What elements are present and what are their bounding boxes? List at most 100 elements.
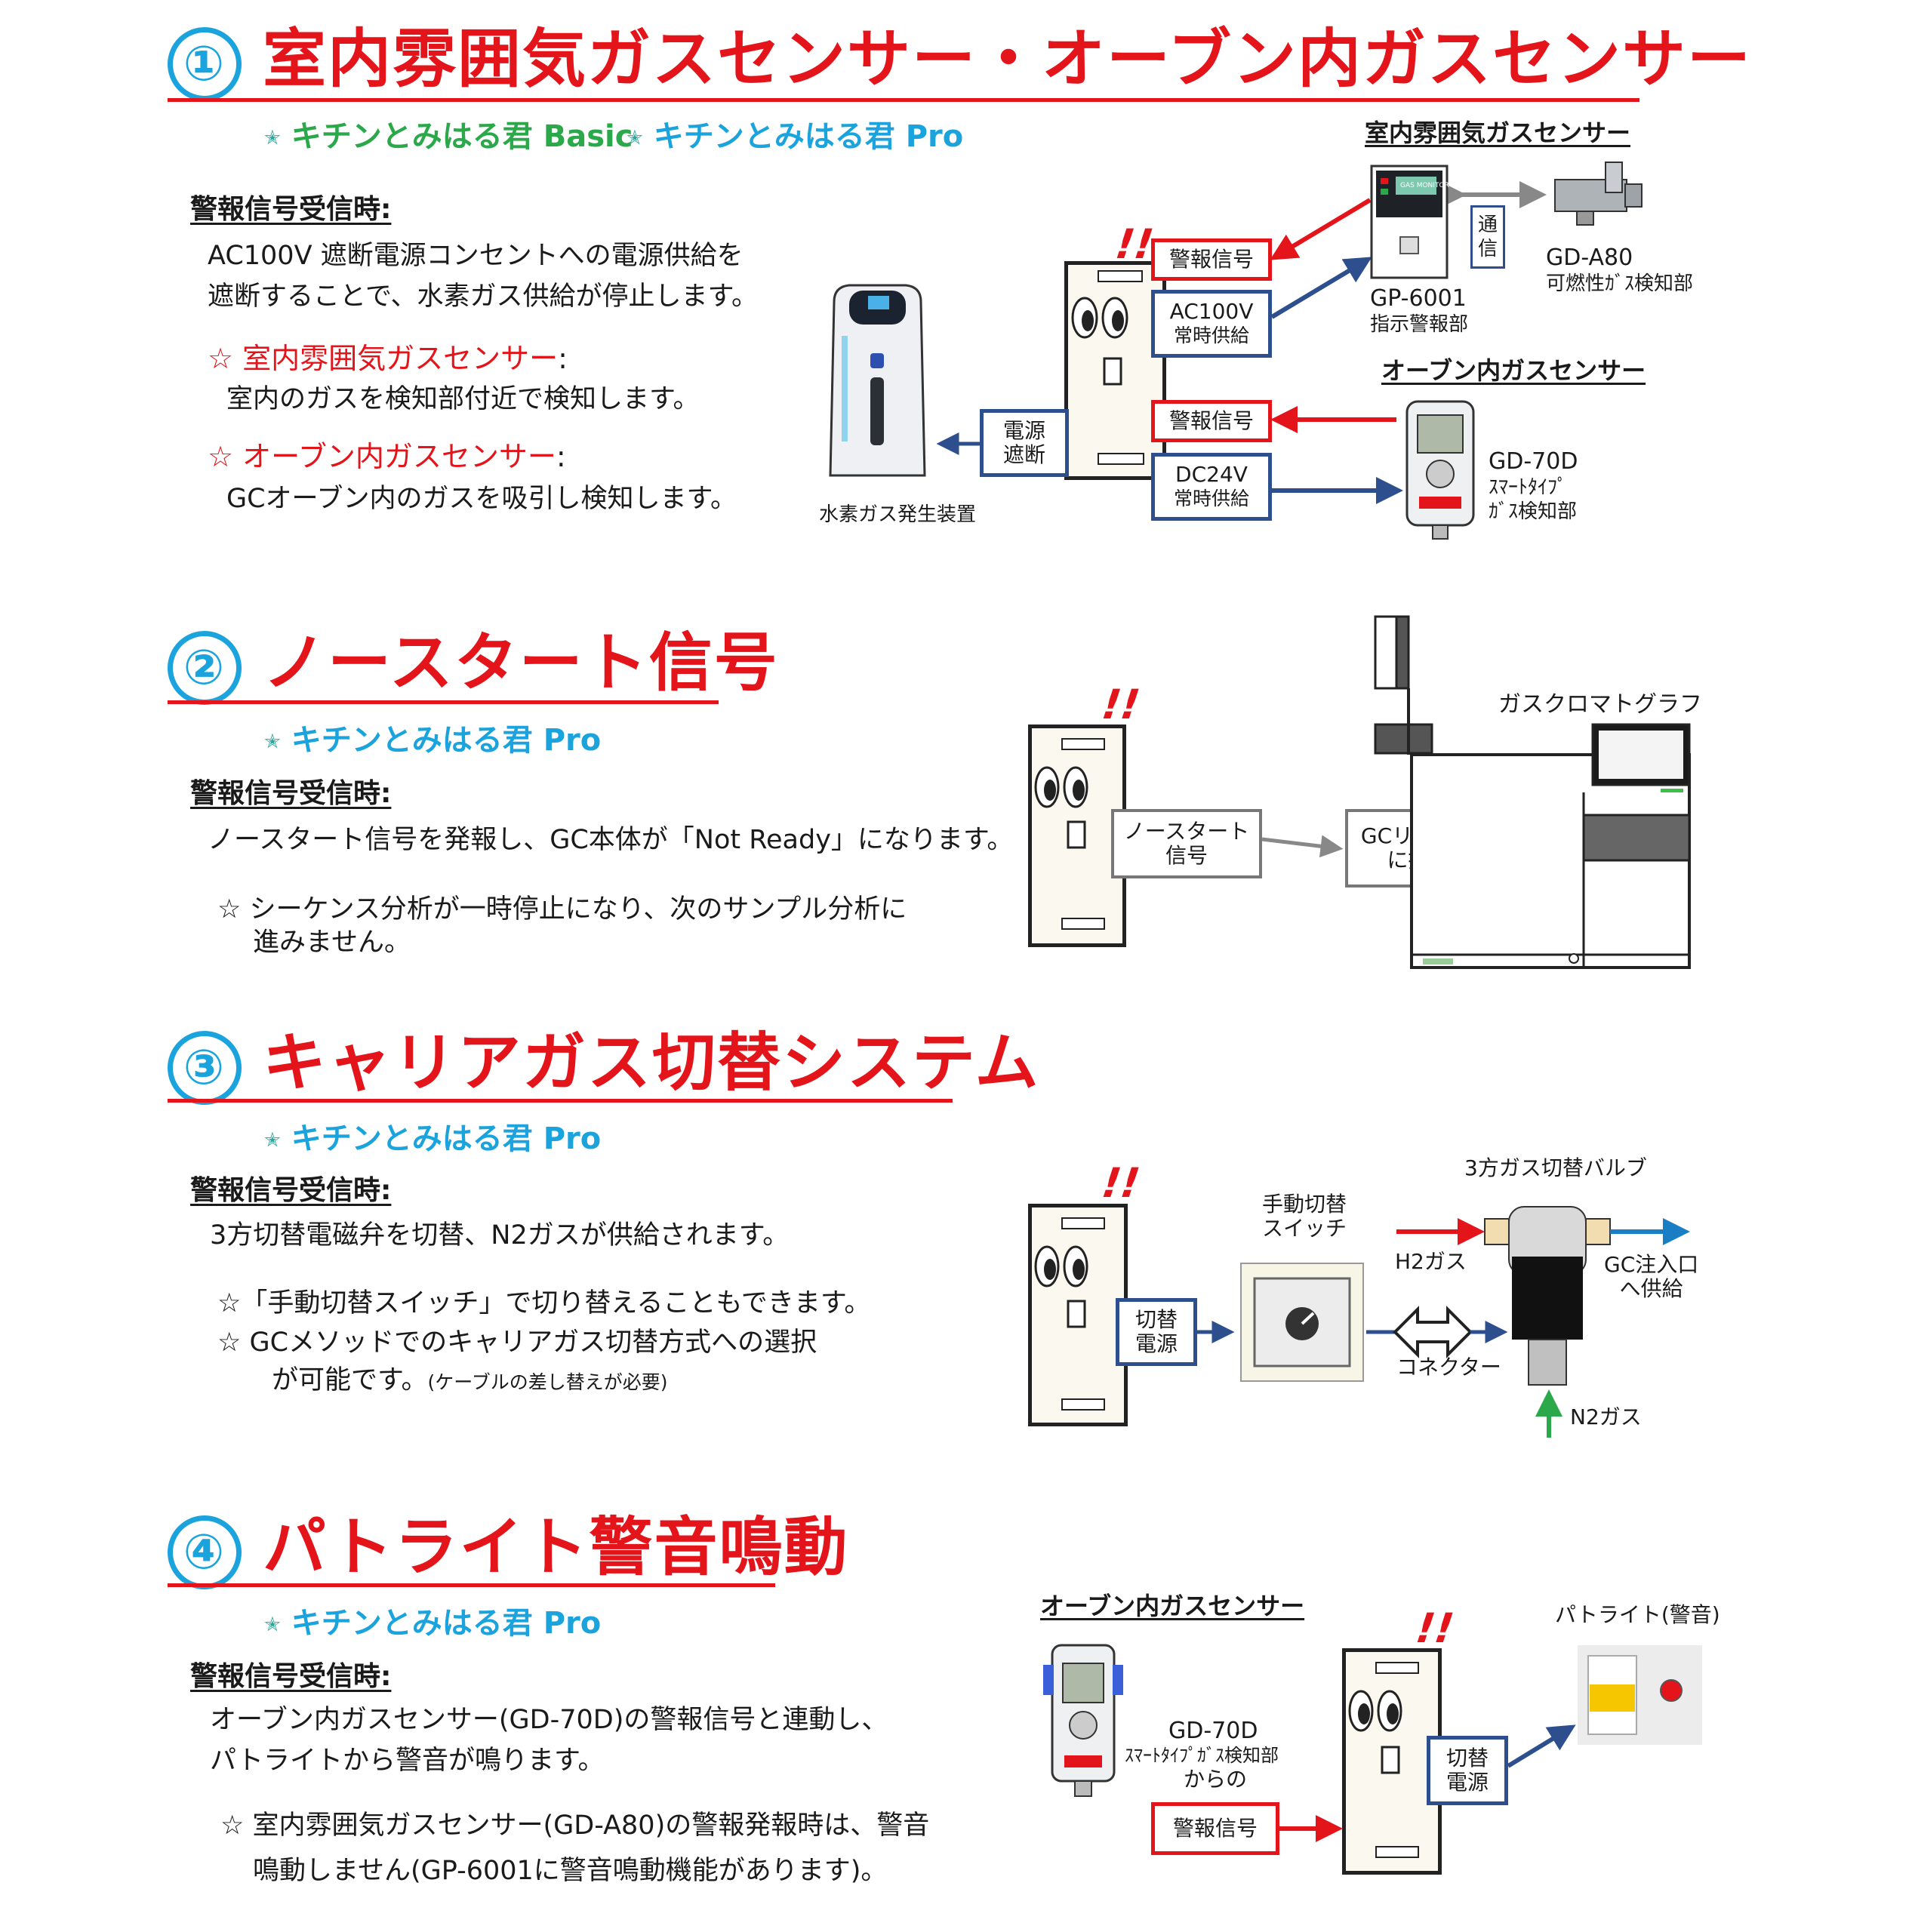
section1-tag-pro: ✭ キチンとみはる君 Pro [627, 112, 963, 155]
star-icon: ✭ [264, 1614, 281, 1636]
oven-sensor-title: オーブン内ガスセンサー [1381, 356, 1646, 385]
section3-line1: 3方切替電磁弁を切替、N2ガスが供給されます。 [210, 1220, 790, 1251]
star-icon: ✭ [264, 1129, 281, 1152]
manual-switch-drawing [1240, 1263, 1364, 1382]
section3-title-text: キャリアガス切替システム [263, 1026, 1040, 1100]
section3-rule [168, 1099, 953, 1103]
section1-rule [168, 98, 1639, 102]
section2-tag-pro: ✭キチンとみはる君 Pro [264, 723, 602, 758]
section2-rule [168, 700, 719, 704]
section2-note2: 進みません。 [253, 928, 411, 958]
box-alarm-signal-2: 警報信号 [1151, 400, 1272, 442]
cabinet-face [1071, 270, 1144, 465]
box-power-cut: 電源遮断 [980, 409, 1069, 477]
section1-note1-body: 室内のガスを検知部付近で検知します。 [226, 384, 700, 414]
section4-note1: ☆ 室内雰囲気ガスセンサー(GD-A80)の警報発報時は、警音 [220, 1810, 930, 1841]
valve-drawing [1484, 1206, 1611, 1386]
section3-arrows [1197, 1218, 1690, 1438]
section3-heading: 警報信号受信時: [190, 1175, 392, 1206]
section2-note1: ☆ シーケンス分析が一時停止になり、次のサンプル分析に [217, 894, 907, 924]
section3-note3: が可能です。(ケーブルの差し替えが必要) [272, 1365, 668, 1395]
alarm-cabinet [1342, 1648, 1442, 1875]
gd70d-drawing [1043, 1644, 1123, 1797]
patlite-drawing [1578, 1645, 1702, 1745]
gda80-sub: 可燃性ｶﾞｽ検知部 [1546, 272, 1694, 295]
gc-label: ガスクロマトグラフ [1498, 691, 1702, 718]
section4-line2: パトライトから警音が鳴ります。 [210, 1746, 605, 1776]
section1-tag-basic: ✭ キチンとみはる君 Basic [264, 112, 633, 155]
gda80-device [1551, 158, 1646, 230]
section2-line1: ノースタート信号を発報し、GC本体が「Not Ready」になります。 [208, 825, 1014, 855]
section4-rule [168, 1583, 775, 1587]
cabinet-face [1348, 1662, 1419, 1858]
section1-title-text: 室内雰囲気ガスセンサー・オーブン内ガスセンサー [263, 22, 1752, 96]
star-icon: ✭ [627, 127, 643, 149]
alarm-cabinet [1028, 724, 1126, 947]
section1-line2: 遮断することで、水素ガス供給が停止します。 [208, 281, 759, 312]
gd70d-drawing [1405, 400, 1475, 540]
patlite-label: パトライト(警音) [1555, 1602, 1720, 1627]
gd70d-sub1: ｽﾏｰﾄﾀｲﾌﾟ [1489, 476, 1568, 499]
section1-note1-title: ☆ 室内雰囲気ガスセンサー: [208, 342, 568, 375]
gd70d-device [1402, 398, 1478, 542]
gd70d-sub2: ｶﾞｽ検知部 [1489, 500, 1578, 523]
section2-heading: 警報信号受信時: [190, 778, 392, 809]
three-way-valve [1483, 1196, 1612, 1419]
section3-note2: ☆ GCメソッドでのキャリアガス切替方式への選択 [217, 1327, 817, 1358]
cabinet-face [1034, 738, 1105, 930]
box-no-start-signal: ノースタート信号 [1111, 809, 1262, 878]
star-icon: ✭ [264, 731, 281, 753]
gda80-name: GD-A80 [1546, 245, 1633, 271]
manual-switch-label: 手動切替スイッチ [1262, 1192, 1347, 1241]
star-icon: ✭ [264, 127, 281, 149]
hydrogen-generator-drawing [829, 284, 926, 477]
box-communication: 通信 [1470, 205, 1505, 269]
n2-gas-label: N2ガス [1570, 1404, 1642, 1429]
section1-arrows [936, 181, 1547, 504]
gp6001-sub: 指示警報部 [1370, 313, 1469, 336]
section4-box-alarm: 警報信号 [1151, 1802, 1279, 1855]
section1-heading: 警報信号受信時: [190, 194, 392, 225]
three-way-valve-label: 3方ガス切替バルブ [1464, 1155, 1647, 1180]
gda80-drawing [1554, 162, 1643, 226]
gc-drawing [1374, 615, 1691, 969]
cabinet-face [1034, 1217, 1105, 1411]
patlite-device [1578, 1645, 1702, 1745]
gp6001-drawing [1370, 165, 1449, 279]
room-sensor-title: 室内雰囲気ガスセンサー [1365, 118, 1631, 147]
gd70d-name: GD-70D [1489, 448, 1578, 475]
box-alarm-signal-1: 警報信号 [1151, 238, 1272, 281]
gc-supply-label: GC注入口へ供給 [1604, 1252, 1699, 1301]
alarm-cabinet [1064, 261, 1166, 480]
section2-title-text: ノースタート信号 [263, 626, 779, 700]
arrow-ac100v [1270, 257, 1372, 319]
section1-note2-body: GCオーブン内のガスを吸引し検知します。 [226, 484, 737, 514]
section4-tag-pro: ✭キチンとみはる君 Pro [264, 1606, 602, 1641]
section1-note2-title: ☆ オーブン内ガスセンサー: [208, 440, 566, 473]
arrow-to-patlite [1507, 1724, 1576, 1768]
section4-gd70d-sub: ｽﾏｰﾄﾀｲﾌﾟｶﾞｽ検知部 [1125, 1745, 1279, 1766]
section4-title-text: パトライト警音鳴動 [263, 1510, 849, 1584]
manual-switch-device [1238, 1260, 1366, 1385]
gd70d-device [1042, 1642, 1125, 1801]
section4-line1: オーブン内ガスセンサー(GD-70D)の警報信号と連動し、 [210, 1705, 888, 1735]
hydrogen-generator [827, 279, 928, 483]
section4-box-switch-power: 切替電源 [1427, 1736, 1508, 1805]
section4-oven-sensor-title: オーブン内ガスセンサー [1040, 1592, 1305, 1620]
arrow-alarm-1 [1270, 198, 1372, 260]
gp6001-device: GAS MONITOR [1370, 165, 1449, 279]
h2-gas-label: H2ガス [1395, 1249, 1467, 1274]
section4-gd70d-name: GD-70D [1168, 1718, 1258, 1744]
section1-line1: AC100V 遮断電源コンセントへの電源供給を [208, 241, 744, 271]
tag-pro-label: キチンとみはる君 Pro [653, 119, 964, 154]
section4-gd70d-from: からの [1184, 1767, 1248, 1792]
box-switch-power: 切替電源 [1116, 1298, 1197, 1366]
gp6001-name: GP-6001 [1370, 285, 1467, 312]
tag-basic-label: キチンとみはる君 Basic [291, 119, 633, 154]
